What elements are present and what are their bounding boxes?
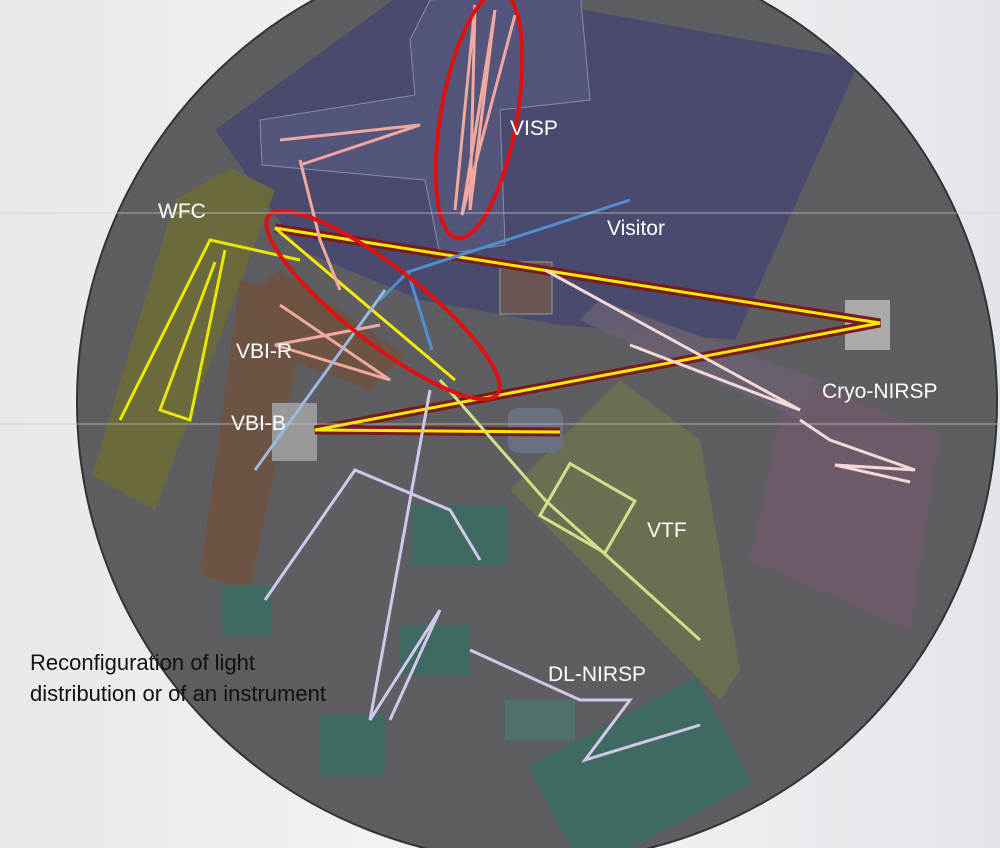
light-paths	[118, 4, 916, 763]
label-vbi-b: VBI-B	[231, 412, 286, 435]
relay-a	[412, 505, 507, 565]
highlight-feed	[264, 208, 502, 402]
label-wfc: WFC	[158, 200, 206, 223]
vbi-b-bench	[200, 280, 310, 590]
highlight-visp	[433, 0, 525, 241]
mount-3	[272, 403, 317, 461]
label-vtf: VTF	[647, 519, 687, 542]
label-cryo-nirsp: Cryo-NIRSP	[822, 380, 938, 403]
cryo-nirsp-bench	[750, 375, 940, 630]
label-vbi-r: VBI-R	[236, 340, 293, 363]
annotation-note: Reconfiguration of light distribution or…	[30, 650, 326, 706]
label-dl-nirsp: DL-NIRSP	[548, 663, 647, 686]
label-visp: VISP	[510, 117, 558, 140]
label-visitor: Visitor	[607, 217, 665, 240]
relay-d	[400, 625, 470, 675]
relay-c	[320, 715, 385, 775]
visp-zone	[215, 0, 860, 340]
vtf-bench	[510, 380, 740, 700]
dl-arm	[505, 700, 575, 740]
relay-b	[222, 585, 272, 635]
